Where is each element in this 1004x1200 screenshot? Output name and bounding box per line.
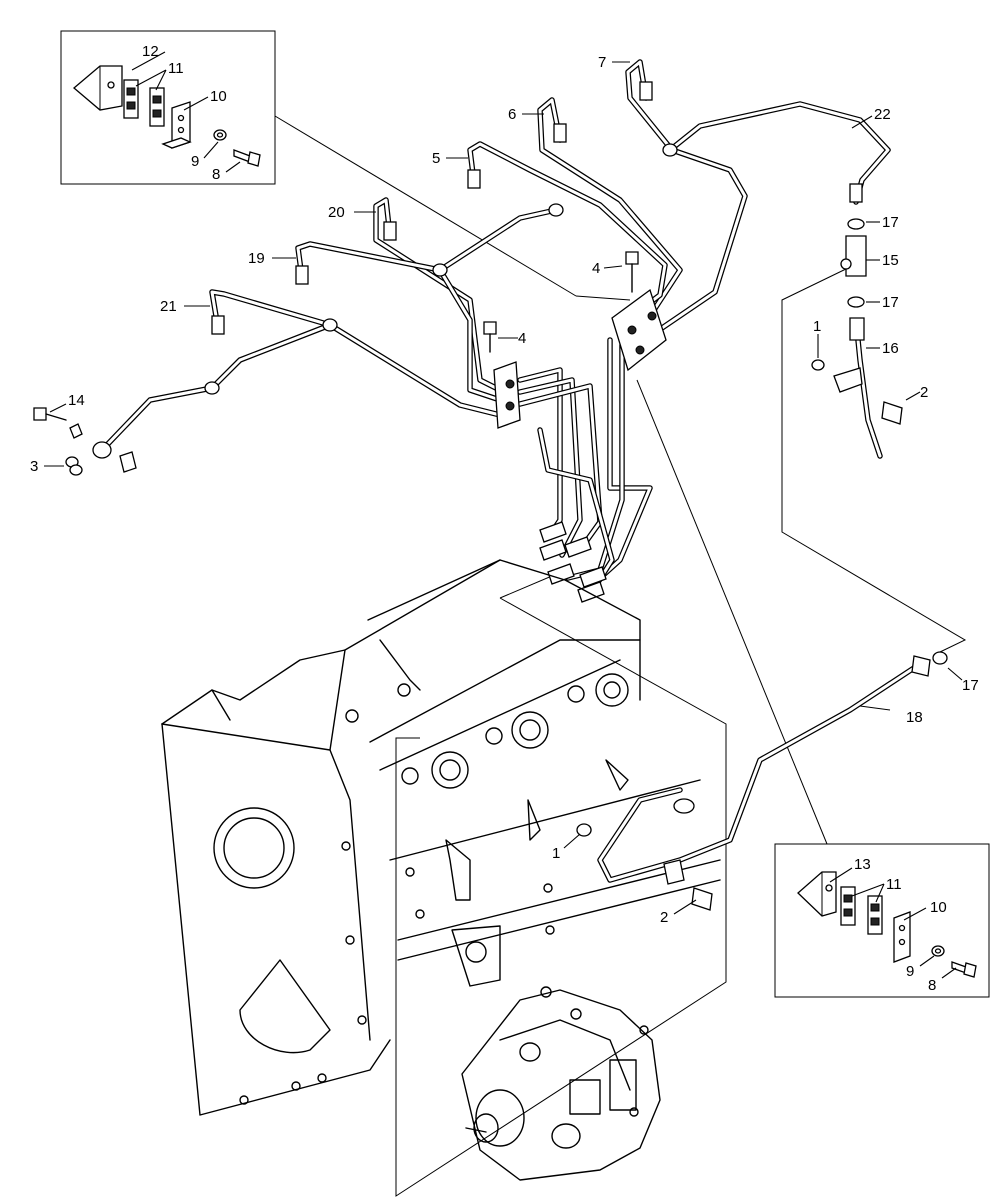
callout-22: 22 (874, 106, 891, 123)
banjo-fittings (811, 218, 903, 425)
callout-11-bottom: 11 (886, 876, 902, 893)
callout-10-bottom: 10 (930, 899, 947, 916)
callout-5: 5 (432, 150, 440, 167)
callout-17-lower: 17 (882, 294, 899, 311)
callout-12-top: 12 (142, 43, 159, 60)
callout-20: 20 (328, 204, 345, 221)
callout-8-bottom: 8 (928, 977, 936, 994)
reference-lines (274, 115, 967, 1197)
callout-17-upper: 17 (882, 214, 899, 231)
detail-box-clamp-top (60, 30, 276, 185)
leakoff-fittings (33, 407, 137, 476)
callout-18: 18 (906, 709, 923, 726)
callout-7: 7 (598, 54, 606, 71)
engine-block (161, 559, 721, 1116)
injection-pump (461, 986, 661, 1181)
callout-16: 16 (882, 340, 899, 357)
callout-13: 13 (854, 856, 871, 873)
callout-21: 21 (160, 298, 177, 315)
callout-4-right: 4 (592, 260, 600, 277)
callout-3: 3 (30, 458, 38, 475)
callout-8-top: 8 (212, 166, 220, 183)
callout-19: 19 (248, 250, 265, 267)
callout-2-right: 2 (920, 384, 928, 401)
detail-box-clamp-bottom (774, 843, 990, 998)
pipe-fittings (204, 81, 863, 603)
callout-6: 6 (508, 106, 516, 123)
pipe-clamps (493, 288, 667, 429)
callout-17-bottom: 17 (962, 677, 979, 694)
callout-labels: 12 11 10 9 8 7 6 5 22 20 19 21 4 4 17 15… (30, 43, 979, 994)
callout-9-bottom: 9 (906, 963, 914, 980)
leader-lines (44, 51, 963, 979)
fuel-line-fittings (576, 651, 948, 911)
callout-1-right: 1 (813, 318, 821, 335)
callout-14: 14 (68, 392, 85, 409)
callout-11-top: 11 (168, 60, 184, 77)
callout-4-left: 4 (518, 330, 526, 347)
injector-pipes (101, 59, 923, 883)
callout-15: 15 (882, 252, 899, 269)
callout-10-top: 10 (210, 88, 227, 105)
callout-9-top: 9 (191, 153, 199, 170)
callout-1-bottom: 1 (552, 845, 560, 862)
bolts-4 (483, 251, 639, 353)
callout-2-bottom: 2 (660, 909, 668, 926)
